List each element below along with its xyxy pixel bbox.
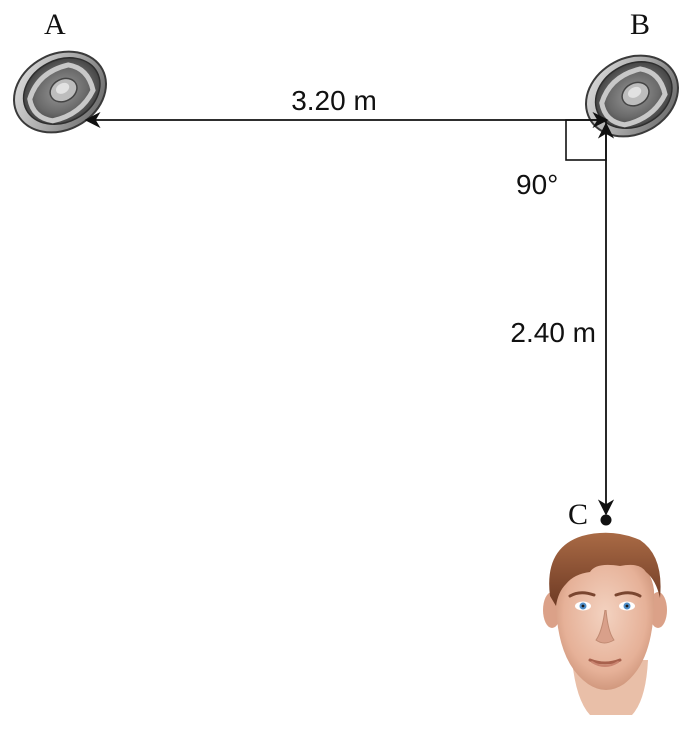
speaker-a-icon	[13, 50, 107, 134]
angle-label: 90°	[516, 169, 558, 200]
distance-label-bc: 2.40 m	[510, 317, 596, 348]
point-label-c: C	[568, 498, 588, 531]
point-c-marker	[600, 514, 612, 526]
distance-label-ab: 3.20 m	[291, 85, 377, 116]
speaker-b-icon	[585, 54, 679, 138]
right-angle-marker	[565, 119, 607, 161]
listener-face-icon	[543, 532, 667, 715]
point-label-b: B	[630, 8, 650, 41]
point-label-a: A	[44, 8, 66, 41]
